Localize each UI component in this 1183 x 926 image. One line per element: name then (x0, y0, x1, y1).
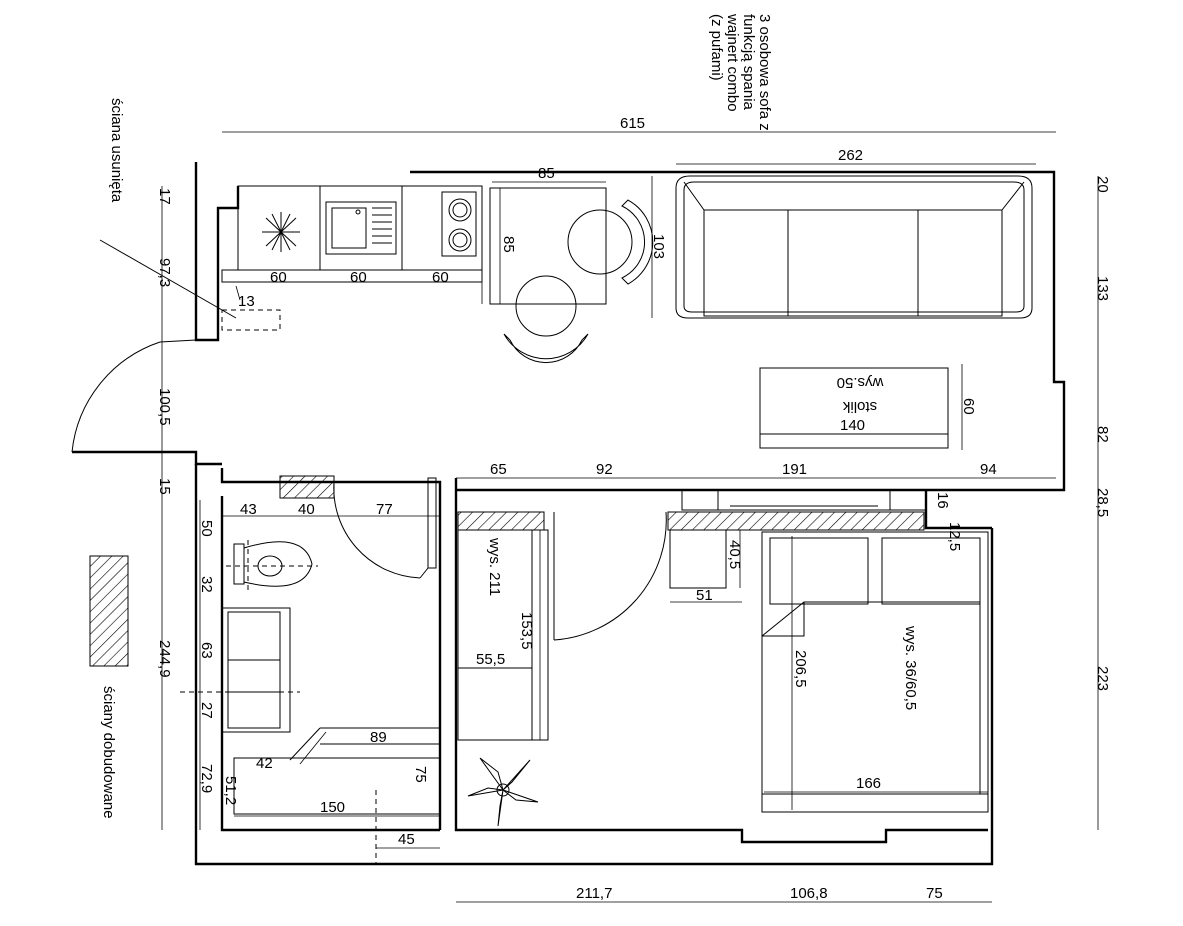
dim-bottom-75: 75 (926, 885, 943, 902)
dim-bath-27: 27 (198, 702, 215, 719)
toilet-icon (226, 540, 318, 590)
wall-removed-label: ściana usunięta (108, 98, 125, 203)
removed-wall-outline (221, 309, 281, 331)
dim-bottom-211-7: 211,7 (576, 885, 612, 902)
dim-bed-206-5: 206,5 (792, 650, 809, 688)
dim-window-16: 16 (934, 492, 951, 509)
window-sill (681, 489, 927, 513)
dim-bath-32: 32 (198, 576, 215, 593)
dim-window-12-5: 12,5 (946, 522, 963, 551)
dim-total-width: 615 (620, 115, 645, 132)
dim-coffee-length: 140 (840, 417, 865, 434)
legend-hatch-swatch (89, 555, 129, 667)
sink-icon (325, 201, 397, 255)
dim-table-width: 85 (538, 165, 555, 182)
bedside-cabinet (669, 529, 727, 589)
washing-machine (180, 607, 300, 733)
added-walls (89, 475, 925, 667)
dim-left-15: 15 (156, 478, 173, 495)
wardrobe-height: wys. 211 (486, 537, 503, 596)
dim-coffee-depth: 60 (960, 398, 977, 415)
dim-bed-166: 166 (856, 775, 881, 792)
wardrobe (457, 529, 549, 741)
dim-bath-77: 77 (376, 501, 393, 518)
kitchen-counter (221, 185, 483, 283)
sofa-note-line-1: 3 osobowa sofa z (756, 14, 773, 131)
coffee-table-height: wys.50 (837, 374, 885, 391)
dim-bath-50: 50 (198, 520, 215, 537)
dim-cabinet-51: 51 (696, 587, 713, 604)
plant-icon (467, 757, 539, 827)
dim-left-100-5: 100,5 (156, 388, 173, 426)
dim-bath-40: 40 (298, 501, 315, 518)
dim-kitchen-b: 60 (350, 269, 367, 286)
dim-table-depth: 85 (500, 236, 517, 253)
dim-right-133: 133 (1094, 276, 1111, 301)
doors (71, 339, 667, 641)
dining-table (489, 187, 654, 363)
dim-bath-75: 75 (412, 766, 429, 783)
dim-mid-65: 65 (490, 461, 507, 478)
coffee-table-name: stolik (842, 398, 877, 415)
sofa-note-line-3: wajnert combo (724, 13, 741, 112)
dim-mid-94: 94 (980, 461, 997, 478)
dim-right-28-5: 28,5 (1094, 488, 1111, 517)
dim-bath-63: 63 (198, 642, 215, 659)
sofa (675, 175, 1033, 319)
dim-bath-45: 45 (398, 831, 415, 848)
dim-cabinet-40-5: 40,5 (726, 540, 743, 569)
dim-right-223: 223 (1094, 666, 1111, 691)
dim-bath-89: 89 (370, 729, 387, 746)
bed (761, 531, 989, 813)
dim-kitchen-c: 60 (432, 269, 449, 286)
dim-bath-43: 43 (240, 501, 257, 518)
dim-wardrobe-153-5: 153,5 (518, 612, 535, 650)
dim-bath-150: 150 (320, 799, 345, 816)
dim-mid-92: 92 (596, 461, 613, 478)
dimension-lines (161, 131, 1099, 903)
coffee-table (759, 367, 949, 449)
sofa-note: 3 osobowa sofa z funkcją spania wajnert … (708, 13, 773, 131)
dim-right-82: 82 (1094, 426, 1111, 443)
dim-wardrobe-55-5: 55,5 (476, 651, 505, 668)
dim-kitchen-a: 60 (270, 269, 287, 286)
dimension-values: 615 262 85 85 103 140 60 60 60 60 13 17 … (156, 115, 1111, 902)
dim-left-244-9: 244,9 (156, 640, 173, 678)
fridge-asterisk-icon (262, 212, 300, 252)
bed-height: wys. 36/60,5 (902, 625, 919, 710)
dim-sofa-depth: 103 (650, 234, 667, 259)
dim-left-17: 17 (156, 188, 173, 205)
dim-sofa-length: 262 (838, 147, 863, 164)
sofa-note-line-2: funkcją spania (740, 14, 757, 111)
sofa-note-line-4: (z pufami) (708, 14, 725, 81)
dim-door-13: 13 (238, 293, 255, 310)
dim-mid-191: 191 (782, 461, 807, 478)
walls-added-label: ściany dobudowane (100, 686, 117, 819)
dim-bath-51-2: 51,2 (222, 776, 239, 805)
dim-right-20: 20 (1094, 176, 1111, 193)
dim-bottom-106-8: 106,8 (790, 885, 828, 902)
dim-bath-42: 42 (256, 755, 273, 772)
cooktop-icon (441, 191, 477, 257)
dim-left-97-3: 97,3 (156, 258, 173, 287)
dim-bath-72-9: 72,9 (198, 764, 215, 793)
